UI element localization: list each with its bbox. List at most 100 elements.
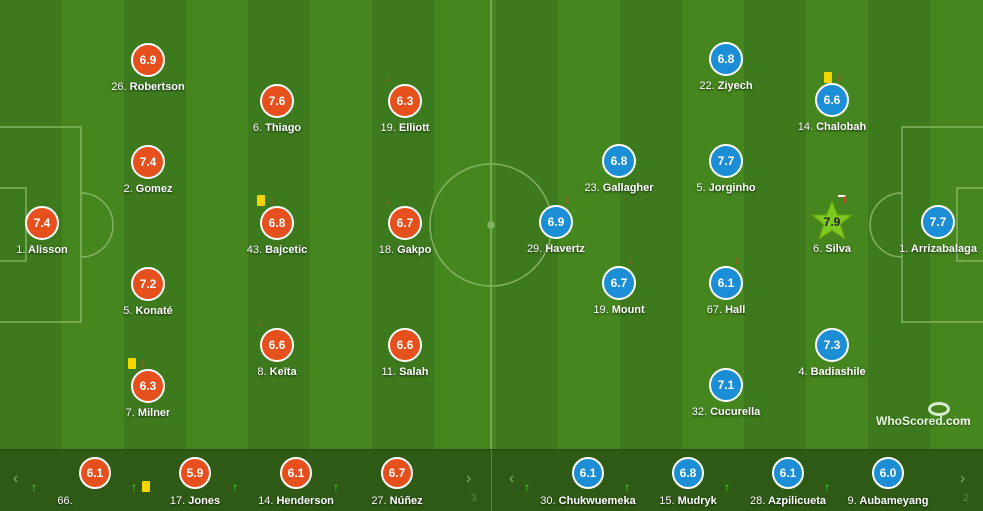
rating-badge: 6.7 (388, 206, 422, 240)
ghost-label: 2 (963, 493, 969, 504)
player-silva[interactable]: 7.9 6. Silva (772, 195, 892, 255)
rating-badge: 6.6 (260, 328, 294, 362)
motm-flag-icon (838, 195, 846, 203)
yellow-card-icon (142, 481, 150, 492)
player-mount[interactable]: ↓ 6.7 19. Mount (559, 254, 679, 316)
player-arrizabalaga[interactable]: 7.7 1. Arrizabalaga (878, 205, 983, 255)
away-subs-prev-arrow-icon[interactable]: ‹ (509, 470, 515, 487)
player-badiashile[interactable]: 7.3 4. Badiashile (772, 328, 892, 378)
whoscored-logo: WhoScored.com (876, 402, 971, 428)
player-konate[interactable]: 7.2 5. Konaté (88, 267, 208, 317)
player-ziyech[interactable]: 6.8 22. Ziyech (666, 42, 786, 92)
sub-player-azpilicueta[interactable]: ↑ 6.1 28. Azpilicueta (724, 457, 848, 507)
rating-badge: 6.8 (672, 457, 704, 489)
pitch: 6.9 26. Robertson 7.6 6. Thiago ↓ 6.3 19… (0, 0, 983, 449)
player-robertson[interactable]: 6.9 26. Robertson (88, 43, 208, 93)
player-name: 9. Aubameyang (847, 495, 929, 507)
sub-off-arrow-icon: ↓ (257, 315, 263, 329)
player-elliott[interactable]: ↓ 6.3 19. Elliott (345, 72, 465, 134)
pitch-markings (0, 0, 983, 449)
player-gakpo[interactable]: ↓ 6.7 18. Gakpo (345, 194, 465, 256)
speech-bubble-icon (928, 402, 950, 416)
player-milner[interactable]: ↓ 6.3 7. Milner (88, 357, 208, 419)
player-name: 4. Badiashile (798, 366, 866, 378)
rating-badge: 6.7 (602, 266, 636, 300)
sub-on-arrow-icon: ↑ (824, 480, 830, 494)
sub-on-arrow-icon: ↑ (524, 480, 530, 494)
player-salah[interactable]: 6.6 11. Salah (345, 328, 465, 378)
sub-player-jones[interactable]: ↑ 5.9 17. Jones (131, 457, 255, 507)
rating-badge: 6.3 (131, 369, 165, 403)
player-name: 6. Silva (813, 243, 851, 255)
player-bajcetic[interactable]: ↓ 6.8 43. Bajcetic (217, 194, 337, 256)
sub-off-arrow-icon: ↓ (734, 253, 740, 267)
substitutes-bar (0, 449, 983, 511)
sub-on-arrow-icon: ↑ (333, 480, 339, 494)
player-name: 5. Jorginho (696, 182, 756, 194)
player-chalobah[interactable]: ↓ 6.6 14. Chalobah (772, 71, 892, 133)
player-keita[interactable]: ↓ 6.6 8. Keïta (217, 316, 337, 378)
player-name: 2. Gomez (123, 183, 173, 195)
rating-badge: 7.2 (131, 267, 165, 301)
sub-on-arrow-icon: ↑ (232, 480, 238, 494)
rating-badge: 5.9 (179, 457, 211, 489)
player-name: 17. Jones (169, 495, 221, 507)
player-alisson[interactable]: 7.4 1. Alisson (0, 206, 102, 256)
sub-player-henderson[interactable]: ↑ 6.1 14. Henderson (232, 457, 356, 507)
yellow-card-icon (257, 194, 265, 206)
player-name: 30. Chukwuemeka (540, 495, 636, 507)
sub-player-nunez[interactable]: ↑ 6.7 27. Núñez (333, 457, 457, 507)
ghost-label: 3 (471, 493, 477, 504)
rating-badge: 6.9 (539, 205, 573, 239)
rating-badge: 7.4 (131, 145, 165, 179)
rating-badge: 6.1 (772, 457, 804, 489)
player-name: 23. Gallagher (584, 182, 654, 194)
player-cucurella[interactable]: 7.1 32. Cucurella (666, 368, 786, 418)
player-gomez[interactable]: 7.4 2. Gomez (88, 145, 208, 195)
home-subs-next-arrow-icon[interactable]: › (466, 470, 472, 487)
yellow-card-icon (824, 71, 832, 83)
player-name: 15. Mudryk (659, 495, 717, 507)
sub-player-chukwuemeka[interactable]: ↑ 6.1 30. Chukwuemeka (524, 457, 648, 507)
player-name: 67. Hall (706, 304, 746, 316)
sub-off-arrow-icon: ↓ (836, 70, 842, 84)
sub-off-arrow-icon: ↓ (140, 356, 146, 370)
player-jorginho[interactable]: 7.7 5. Jorginho (666, 144, 786, 194)
star-icon (810, 199, 854, 241)
player-name: 18. Gakpo (378, 244, 432, 256)
rating-badge: 7.7 (921, 205, 955, 239)
sub-player-aubameyang[interactable]: ↑ 6.0 9. Aubameyang (824, 457, 948, 507)
player-hall[interactable]: ↓ 6.1 67. Hall (666, 254, 786, 316)
player-name: 66. (57, 495, 73, 507)
rating-badge: 6.0 (872, 457, 904, 489)
player-thiago[interactable]: 7.6 6. Thiago (217, 84, 337, 134)
player-havertz[interactable]: ↓ 6.9 29. Havertz (496, 193, 616, 255)
motm-star-badge: 7.9 (809, 199, 855, 245)
player-name: 43. Bajcetic (246, 244, 308, 256)
rating-value: 7.9 (823, 215, 841, 229)
player-name: 28. Azpilicueta (749, 495, 827, 507)
player-name: 29. Havertz (526, 243, 586, 255)
player-name: 5. Konaté (123, 305, 173, 317)
rating-badge: 6.1 (572, 457, 604, 489)
rating-badge: 7.4 (25, 206, 59, 240)
rating-badge: 6.3 (388, 84, 422, 118)
player-name: 32. Cucurella (691, 406, 761, 418)
away-subs-next-arrow-icon[interactable]: › (960, 470, 966, 487)
player-gallagher[interactable]: 6.8 23. Gallagher (559, 144, 679, 194)
rating-badge: 6.1 (709, 266, 743, 300)
sub-on-arrow-icon: ↑ (724, 480, 730, 494)
sub-on-arrow-icon: ↑ (31, 480, 37, 494)
player-name: 22. Ziyech (699, 80, 753, 92)
home-subs-prev-arrow-icon[interactable]: ‹ (13, 470, 19, 487)
yellow-card-icon (128, 357, 136, 369)
player-name: 8. Keïta (257, 366, 297, 378)
rating-badge: 7.6 (260, 84, 294, 118)
sub-player-mudryk[interactable]: ↑ 6.8 15. Mudryk (624, 457, 748, 507)
sub-player-66[interactable]: ↑ 6.1 66. (31, 457, 155, 507)
rating-badge: 7.3 (815, 328, 849, 362)
sub-off-arrow-icon: ↓ (385, 193, 391, 207)
player-name: 11. Salah (381, 366, 429, 378)
player-name: 14. Chalobah (797, 121, 867, 133)
player-name: 26. Robertson (111, 81, 185, 93)
